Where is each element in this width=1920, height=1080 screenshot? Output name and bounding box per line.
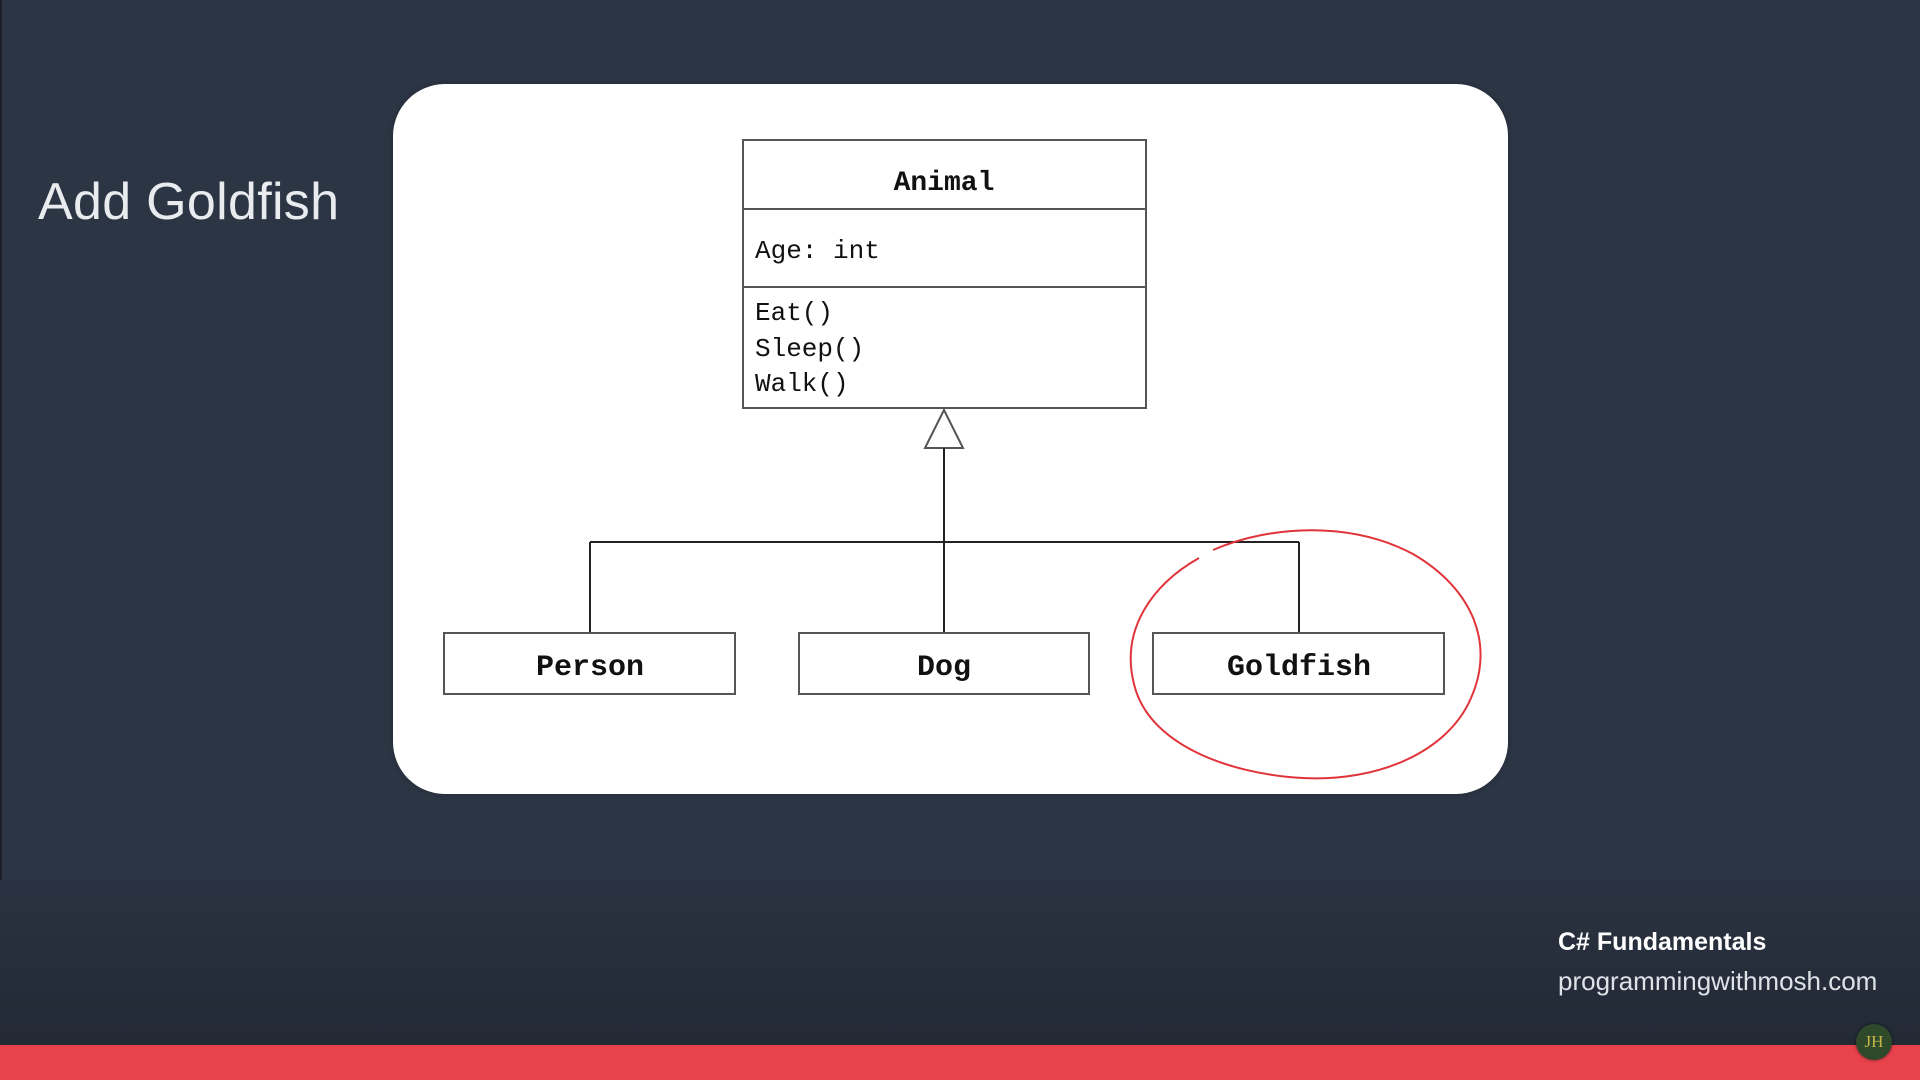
class-dog: Dog — [798, 632, 1090, 695]
class-animal-method: Eat() — [755, 298, 833, 328]
class-animal-method: Walk() — [755, 369, 849, 399]
class-animal-name: Animal — [894, 168, 995, 199]
footer-band — [0, 880, 1920, 1045]
course-name: C# Fundamentals — [1558, 928, 1767, 956]
class-goldfish-box — [1152, 632, 1445, 695]
class-person-box — [443, 632, 736, 695]
inheritance-connectors — [589, 448, 1300, 633]
uml-class-diagram: Animal Age: int Eat() Sleep() Walk() Per… — [443, 139, 1482, 780]
class-person-name: Person — [536, 651, 644, 685]
course-site: programmingwithmosh.com — [1558, 966, 1878, 996]
class-animal-attribute: Age: int — [755, 236, 880, 266]
highlight-circle — [1129, 529, 1482, 780]
diagram-panel: Animal Age: int Eat() Sleep() Walk() Per… — [393, 84, 1508, 794]
class-dog-box — [798, 632, 1090, 695]
class-goldfish: Goldfish — [1152, 632, 1445, 695]
class-animal-method: Sleep() — [755, 334, 864, 364]
slide-title: Add Goldfish — [38, 173, 340, 231]
inheritance-arrow — [923, 407, 965, 449]
class-goldfish-name: Goldfish — [1227, 651, 1371, 685]
class-dog-name: Dog — [917, 651, 971, 685]
class-animal-box — [742, 139, 1147, 409]
bottom-accent-bar — [0, 1045, 1920, 1080]
class-person: Person — [443, 632, 736, 695]
class-animal: Animal Age: int Eat() Sleep() Walk() — [742, 139, 1147, 409]
channel-badge-icon: JH — [1856, 1024, 1892, 1060]
left-edge — [0, 0, 2, 1080]
